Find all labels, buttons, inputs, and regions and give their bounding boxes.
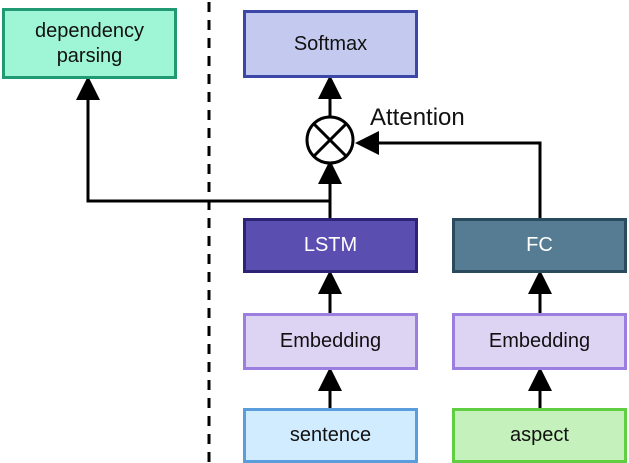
- attention-label: Attention: [370, 104, 465, 131]
- node-embedding-sentence: Embedding: [243, 313, 418, 370]
- node-fc-label: FC: [526, 234, 553, 256]
- node-dependency-parsing: dependency parsing: [2, 8, 177, 79]
- node-embedding-aspect-label: Embedding: [488, 330, 591, 352]
- node-aspect-label: aspect: [510, 424, 569, 446]
- node-fc: FC: [452, 218, 627, 273]
- node-lstm: LSTM: [243, 218, 418, 273]
- node-dependency-parsing-label: dependency parsing: [35, 19, 144, 67]
- node-lstm-label: LSTM: [303, 234, 358, 256]
- node-sentence: sentence: [243, 408, 418, 463]
- node-embedding-sentence-label: Embedding: [279, 330, 382, 352]
- node-embedding-aspect: Embedding: [452, 313, 627, 370]
- arrow-lstm-to-dependency-parsing: [76, 76, 330, 203]
- node-aspect: aspect: [452, 408, 627, 463]
- attention-operator-icon: [305, 115, 355, 165]
- node-sentence-label: sentence: [289, 424, 372, 446]
- node-softmax: Softmax: [243, 10, 418, 78]
- node-softmax-label: Softmax: [293, 32, 368, 55]
- arrow-fc-to-attention: [355, 131, 542, 218]
